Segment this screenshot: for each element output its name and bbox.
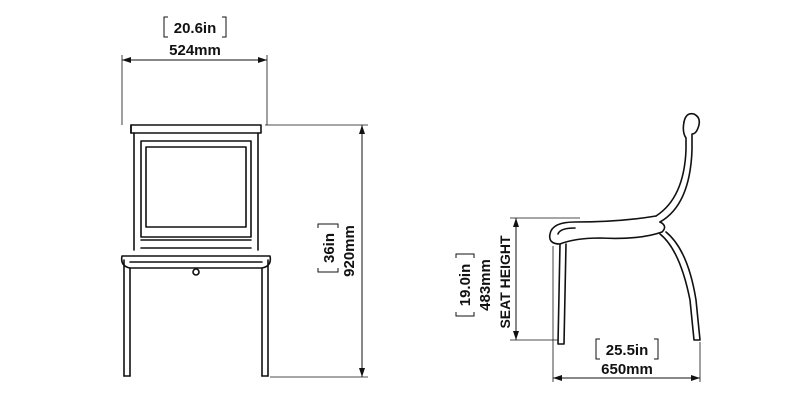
seat-profile	[548, 215, 666, 245]
side-view-chair	[548, 112, 701, 345]
backrest-outer	[659, 112, 701, 223]
seat-height-in: 19.0in	[457, 264, 474, 307]
seat-height-mm: 483mm	[477, 259, 494, 311]
side-front-leg	[557, 243, 567, 345]
front-width-mm: 524mm	[169, 42, 221, 59]
back-panel-outer	[140, 140, 252, 238]
bracket-right	[222, 16, 227, 38]
side-depth-dimension: 25.5in 650mm	[552, 246, 701, 382]
back-panel-mesh	[145, 146, 247, 228]
backrest-inner	[655, 121, 687, 217]
bracket-left	[163, 16, 168, 38]
seat-knob	[192, 268, 200, 276]
front-height-dimension: 36in 920mm	[265, 124, 368, 378]
seat-height-dimension: 19.0in 483mm SEAT HEIGHT	[455, 217, 580, 341]
front-view-chair	[120, 124, 272, 377]
front-width-dimension: 20.6in 524mm	[121, 16, 268, 125]
front-height-in: 36in	[321, 233, 338, 263]
side-rear-leg	[659, 231, 701, 341]
side-depth-mm: 650mm	[601, 361, 653, 378]
front-width-in: 20.6in	[174, 20, 217, 37]
side-depth-in: 25.5in	[606, 342, 649, 359]
seat-height-label: SEAT HEIGHT	[497, 235, 513, 329]
front-height-mm: 920mm	[341, 225, 358, 277]
top-rail	[130, 124, 262, 134]
